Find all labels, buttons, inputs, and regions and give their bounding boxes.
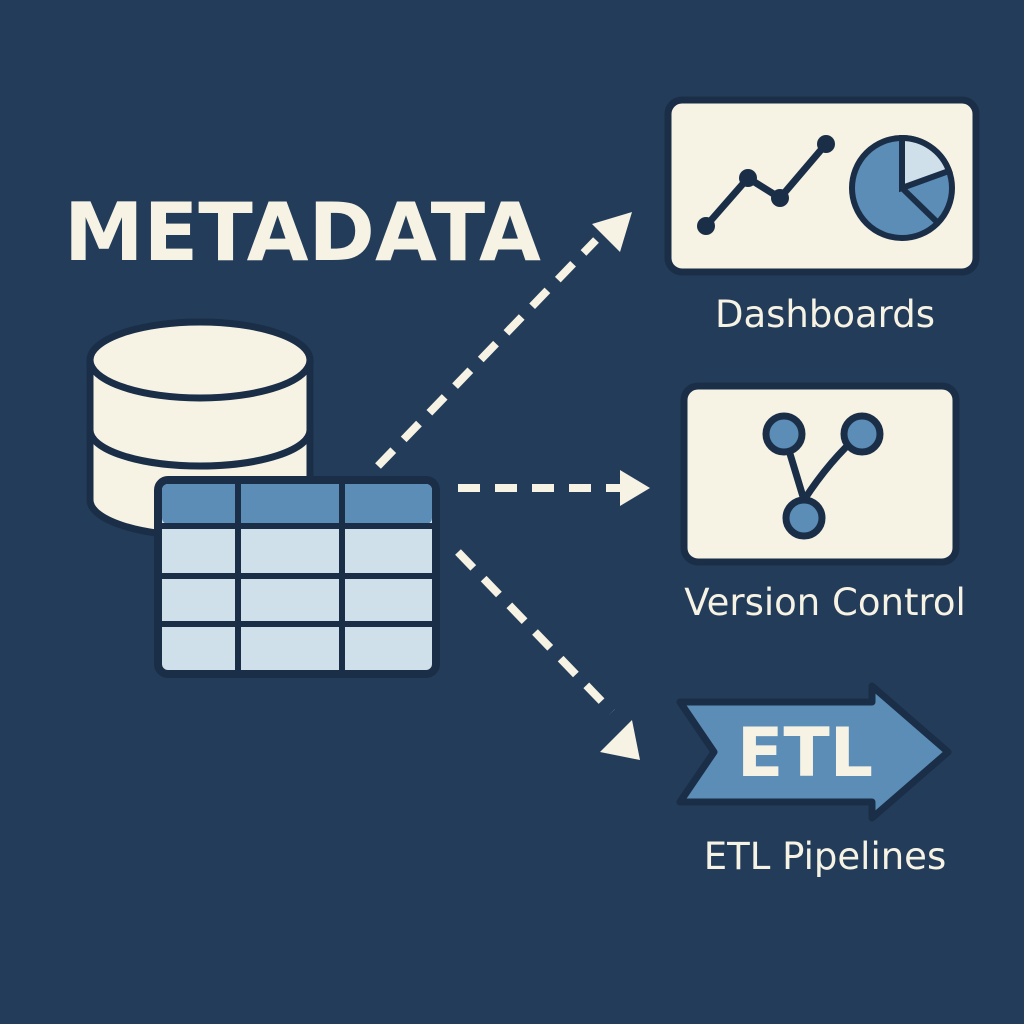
git-branch-icon: [762, 412, 884, 540]
arrowhead-dashboards: [592, 212, 632, 252]
pie-chart-icon: [849, 134, 955, 241]
arrow-banner-icon: [676, 682, 952, 822]
arrowhead-version-control: [620, 470, 650, 506]
diagram-title: METADATA: [64, 186, 541, 279]
etl-badge-text: ETL: [736, 714, 874, 793]
line-chart-icon: [697, 135, 835, 235]
connector-to-etl: [455, 549, 615, 715]
dashboards-card: [664, 96, 980, 276]
connector-to-dashboards: [375, 237, 599, 469]
arrowhead-etl: [600, 720, 640, 760]
table-icon: [154, 476, 440, 678]
version-control-card: [680, 382, 960, 566]
version-control-label: Version Control: [684, 581, 966, 624]
dashboards-label: Dashboards: [714, 293, 935, 336]
etl-pipelines-label: ETL Pipelines: [703, 835, 947, 878]
